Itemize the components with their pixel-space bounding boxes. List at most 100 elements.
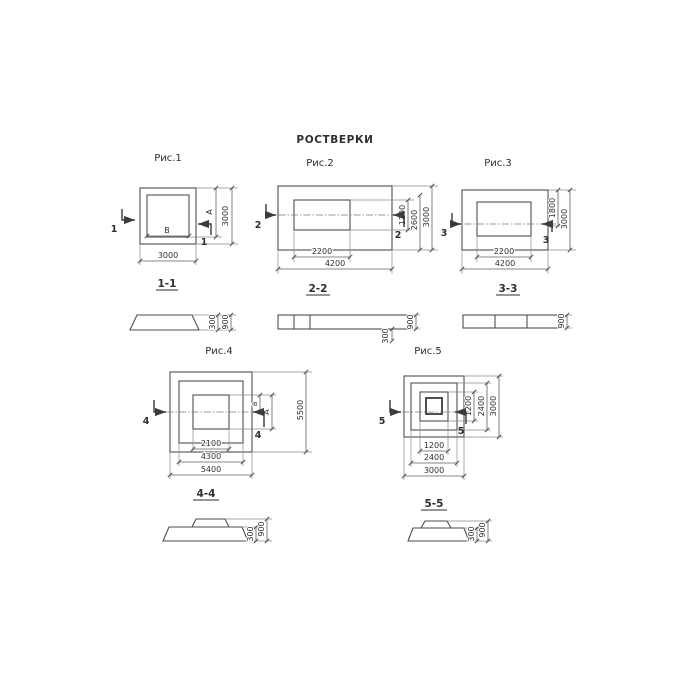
- fig1-section-dim-900: 900: [221, 314, 230, 329]
- fig4-section-title: 4-4: [197, 488, 216, 500]
- fig5-section-dim-900: 900: [478, 522, 487, 537]
- figure-2: Рис.2 2200 4200 1200 2600 3000: [255, 158, 438, 345]
- drawing-title: РОСТВЕРКИ: [296, 134, 373, 146]
- fig1-plan-inner-rect: [146, 194, 190, 238]
- fig4-caption: Рис.4: [205, 346, 233, 357]
- fig2-section: 2-2 900 300: [277, 283, 420, 345]
- fig3-cut-marks: [449, 213, 554, 232]
- fig5-plan-center-rect: [425, 397, 443, 415]
- fig1-caption: Рис.1: [154, 153, 182, 164]
- fig1-section-title: 1-1: [158, 278, 177, 290]
- fig2-cut-label-right: 2: [395, 230, 402, 241]
- fig4-dim-bottom-2: 4300: [201, 452, 221, 461]
- fig5-dim-bottom-3: 3000: [424, 466, 444, 475]
- fig5-section-title: 5-5: [425, 498, 444, 510]
- fig3-plan-inner-rect: [476, 201, 532, 237]
- fig4-dim-right-A: А: [262, 409, 271, 415]
- fig5-plan: [390, 375, 470, 438]
- fig5-cut-label-left: 5: [379, 416, 386, 427]
- fig4-dimension-lines: [167, 369, 312, 479]
- fig1-section: 1-1 300 900: [129, 278, 236, 333]
- fig5-caption: Рис.5: [414, 346, 442, 357]
- fig3-section-shape: [462, 314, 561, 329]
- fig4-section-dim-300: 300: [246, 526, 255, 541]
- fig2-dim-right-3: 3000: [422, 207, 431, 227]
- fig5-dim-right-1: 1200: [464, 396, 473, 416]
- fig5-dimension-lines: [401, 373, 503, 480]
- fig1-dim-bottom: 3000: [158, 251, 178, 260]
- fig3-cut-label-left: 3: [441, 228, 448, 239]
- fig2-dim-right-2: 2600: [410, 210, 419, 230]
- fig4-cut-marks: [153, 400, 265, 427]
- fig1-dim-a: А: [205, 209, 214, 215]
- fig1-cut-label-right: 1: [201, 237, 208, 248]
- fig2-cut-marks: [264, 204, 405, 227]
- fig3-dim-right-2: 3000: [560, 209, 569, 229]
- fig3-section: 3-3 900: [462, 283, 572, 331]
- fig5-dim-right-2: 2400: [477, 396, 486, 416]
- fig4-cut-label-left: 4: [143, 416, 150, 427]
- fig2-plan: [266, 185, 400, 251]
- fig3-section-title: 3-3: [499, 283, 518, 295]
- fig5-plan-middle-rect: [410, 382, 458, 431]
- fig4-section-dim-900: 900: [257, 521, 266, 536]
- fig1-plan-outer-rect: [139, 187, 197, 245]
- fig2-dimension-lines: [275, 183, 438, 274]
- fig3-section-dim-lines: [494, 312, 572, 331]
- fig5-section-dim-300: 300: [467, 526, 476, 541]
- fig4-dim-right-3: 5500: [296, 400, 305, 420]
- fig5-dim-bottom-2: 2400: [424, 453, 444, 462]
- fig5-section: 5-5 300 900: [407, 498, 492, 544]
- fig4-section-dim-lines: [225, 516, 272, 544]
- figure-3: Рис.3 2200 4200 1800 3000 3 3: [441, 158, 576, 331]
- fig2-plan-outer-rect: [277, 185, 393, 251]
- fig3-cut-label-right: 3: [543, 235, 550, 246]
- fig3-caption: Рис.3: [484, 158, 512, 169]
- fig4-plan: [154, 371, 262, 453]
- fig5-plan-inner-rect: [419, 391, 449, 422]
- fig1-dimension-lines: [137, 185, 238, 265]
- fig3-dim-bottom-outer: 4200: [495, 259, 515, 268]
- fig4-section-hump-shape: [191, 518, 230, 528]
- fig1-cut-label-left: 1: [111, 224, 118, 235]
- fig5-section-base-shape: [407, 527, 470, 542]
- fig1-section-dim-300: 300: [208, 314, 217, 329]
- fig5-dim-right-3: 3000: [489, 396, 498, 416]
- fig2-section-dim-900: 900: [406, 314, 415, 329]
- fig2-section-dim-lines: [293, 312, 420, 344]
- fig4-dim-bottom-1: 2100: [201, 439, 221, 448]
- fig5-cut-marks: [389, 400, 467, 424]
- fig4-dim-right-a: а: [250, 401, 259, 406]
- figure-1: Рис.1 В А 3000 3000 1 1 1-1: [111, 153, 238, 333]
- fig1-dim-right: 3000: [221, 206, 230, 226]
- fig1-plan: [139, 187, 197, 245]
- fig2-section-dim-300: 300: [381, 328, 390, 343]
- fig3-plan-outer-rect: [461, 189, 549, 251]
- fig1-dim-b: В: [164, 226, 170, 235]
- fig5-plan-outer-rect: [403, 375, 465, 438]
- fig3-dim-right-1: 1800: [548, 198, 557, 218]
- fig3-section-dim-900: 900: [557, 313, 566, 328]
- fig5-section-dim-lines: [447, 518, 492, 544]
- figure-4: Рис.4 2100 4300 5400: [143, 346, 312, 544]
- fig4-section-base-shape: [162, 526, 249, 542]
- fig4-dim-bottom-3: 5400: [201, 465, 221, 474]
- fig1-cut-marks: [121, 209, 212, 235]
- fig2-dim-bottom-inner: 2200: [312, 247, 332, 256]
- fig5-section-hump-shape: [420, 520, 452, 529]
- fig1-section-shape: [129, 314, 200, 331]
- fig2-dim-bottom-outer: 4200: [325, 259, 345, 268]
- fig3-plan: [452, 189, 556, 251]
- fig4-cut-label-right: 4: [255, 430, 262, 441]
- fig2-section-shape: [277, 314, 409, 330]
- fig2-cut-label-left: 2: [255, 220, 262, 231]
- fig2-section-title: 2-2: [309, 283, 328, 295]
- figure-5: Рис.5 1200: [379, 346, 503, 544]
- fig2-caption: Рис.2: [306, 158, 334, 169]
- fig4-section: 4-4 300 900: [162, 488, 272, 544]
- fig5-dim-bottom-1: 1200: [424, 441, 444, 450]
- fig5-cut-label-right: 5: [458, 426, 465, 437]
- fig1-section-dim-lines: [192, 312, 236, 333]
